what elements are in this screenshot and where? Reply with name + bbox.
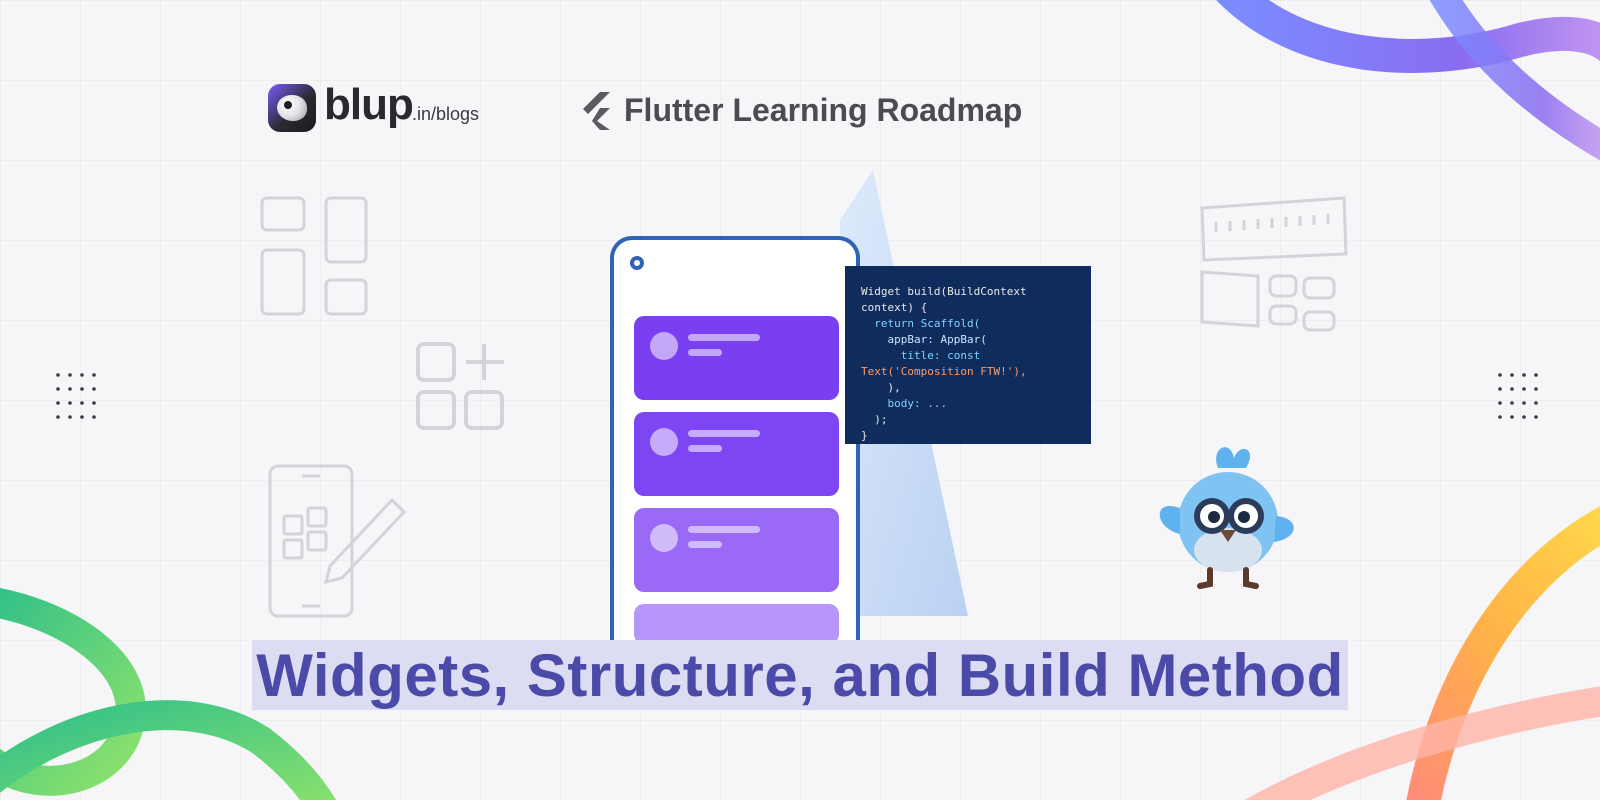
ribbon-bottom-right [1406, 506, 1600, 800]
add-widget-icon [416, 342, 504, 430]
code-line: return Scaffold( [861, 317, 981, 330]
code-line: context) { [861, 301, 928, 314]
code-line: ), [861, 381, 901, 394]
list-card [634, 412, 839, 496]
ribbon-bottom-right-2 [1244, 686, 1600, 800]
phone-design-icon [268, 464, 407, 618]
code-line: appBar: AppBar( [861, 333, 987, 346]
dot-grid-right [1498, 373, 1538, 419]
widget-grid-icon [260, 196, 368, 316]
code-line: Widget build(BuildContext [861, 285, 1027, 298]
code-line: body: ... [861, 397, 948, 410]
camera-dot [630, 256, 644, 270]
ruler-layout-icon [1200, 196, 1348, 332]
dot-grid-left [56, 373, 96, 419]
code-line: title: const [861, 349, 981, 362]
code-snippet: Widget build(BuildContext context) { ret… [845, 266, 1091, 444]
brand-name[interactable]: blup [324, 80, 414, 129]
ribbon-top-right-2 [1429, 0, 1600, 161]
bird-mascot [1159, 447, 1294, 589]
list-card [634, 604, 839, 644]
code-line: Text('Composition FTW!'), [861, 365, 1027, 378]
code-line: ); [861, 413, 888, 426]
main-title: Widgets, Structure, and Build Method [252, 640, 1348, 710]
list-card [634, 508, 839, 592]
ribbon-bottom-left-2 [0, 700, 337, 800]
code-line: } [861, 429, 868, 442]
phone-mockup [610, 236, 860, 656]
flutter-icon [583, 92, 610, 130]
series-title: Flutter Learning Roadmap [624, 92, 1023, 128]
ribbon-top-right [1216, 0, 1600, 73]
brand-suffix[interactable]: .in/blogs [412, 104, 480, 124]
list-card [634, 316, 839, 400]
blup-logo-icon[interactable] [268, 84, 316, 132]
